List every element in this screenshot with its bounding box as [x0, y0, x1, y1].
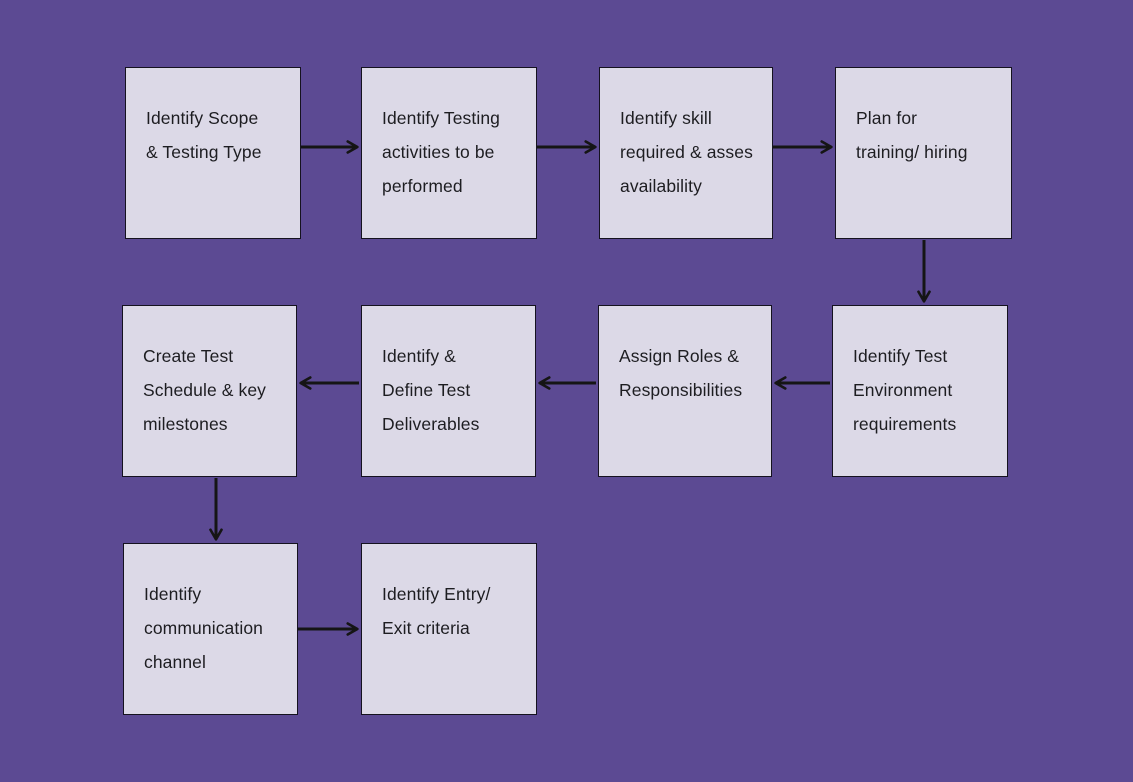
node-identify-scope-testing-type: Identify Scope & Testing Type: [125, 67, 301, 239]
node-create-test-schedule: Create Test Schedule & key milestones: [122, 305, 297, 477]
node-identify-define-test-deliverables: Identify & Define Test Deliverables: [361, 305, 536, 477]
node-identify-entry-exit-criteria: Identify Entry/ Exit criteria: [361, 543, 537, 715]
node-label: Identify Scope & Testing Type: [146, 108, 262, 162]
node-plan-training-hiring: Plan for training/ hiring: [835, 67, 1012, 239]
node-identify-testing-activities: Identify Testing activities to be perfor…: [361, 67, 537, 239]
node-label: Identify skill required & asses availabi…: [620, 108, 753, 196]
node-label: Create Test Schedule & key milestones: [143, 346, 267, 434]
node-label: Identify Testing activities to be perfor…: [382, 108, 501, 196]
node-assign-roles-responsibilities: Assign Roles & Responsibilities: [598, 305, 772, 477]
node-label: Plan for training/ hiring: [856, 108, 968, 162]
node-label: Identify Test Environment requirements: [853, 346, 957, 434]
node-label: Identify & Define Test Deliverables: [382, 346, 480, 434]
node-identify-communication-channel: Identify communication channel: [123, 543, 298, 715]
node-identify-test-environment: Identify Test Environment requirements: [832, 305, 1008, 477]
node-identify-skill-required: Identify skill required & asses availabi…: [599, 67, 773, 239]
node-label: Identify Entry/ Exit criteria: [382, 584, 491, 638]
node-label: Identify communication channel: [144, 584, 263, 672]
node-label: Assign Roles & Responsibilities: [619, 346, 743, 400]
